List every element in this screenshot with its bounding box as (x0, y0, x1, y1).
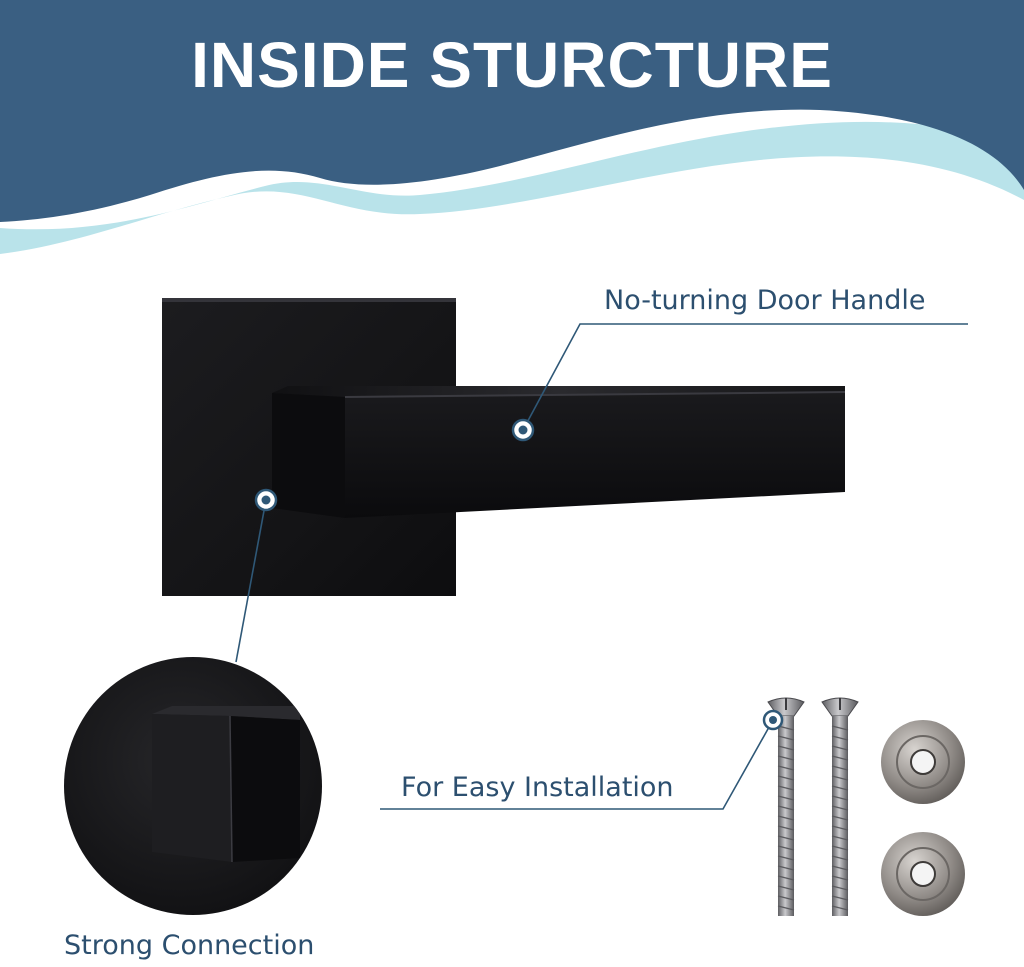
screw (767, 697, 805, 916)
washer (881, 720, 965, 804)
header-banner (0, 0, 1024, 254)
target-dot-icon (511, 418, 535, 442)
target-dot-icon (762, 709, 784, 731)
callout-strong-connection: Strong Connection (64, 930, 315, 961)
callout-door-handle: No-turning Door Handle (604, 285, 926, 316)
leader-line-connection (235, 499, 267, 663)
banner-background (0, 0, 1024, 222)
washer (881, 832, 965, 916)
target-dot-icon (254, 488, 278, 512)
zoom-detail (64, 657, 322, 915)
leader-lines (235, 323, 968, 810)
screw (821, 697, 859, 916)
callout-easy-installation: For Easy Installation (401, 772, 674, 803)
leader-line-install (380, 719, 774, 810)
page-title: INSIDE STURCTURE (191, 29, 833, 101)
lever-handle (272, 386, 846, 518)
wave-accent (0, 121, 1024, 254)
leader-line-handle (522, 323, 968, 431)
